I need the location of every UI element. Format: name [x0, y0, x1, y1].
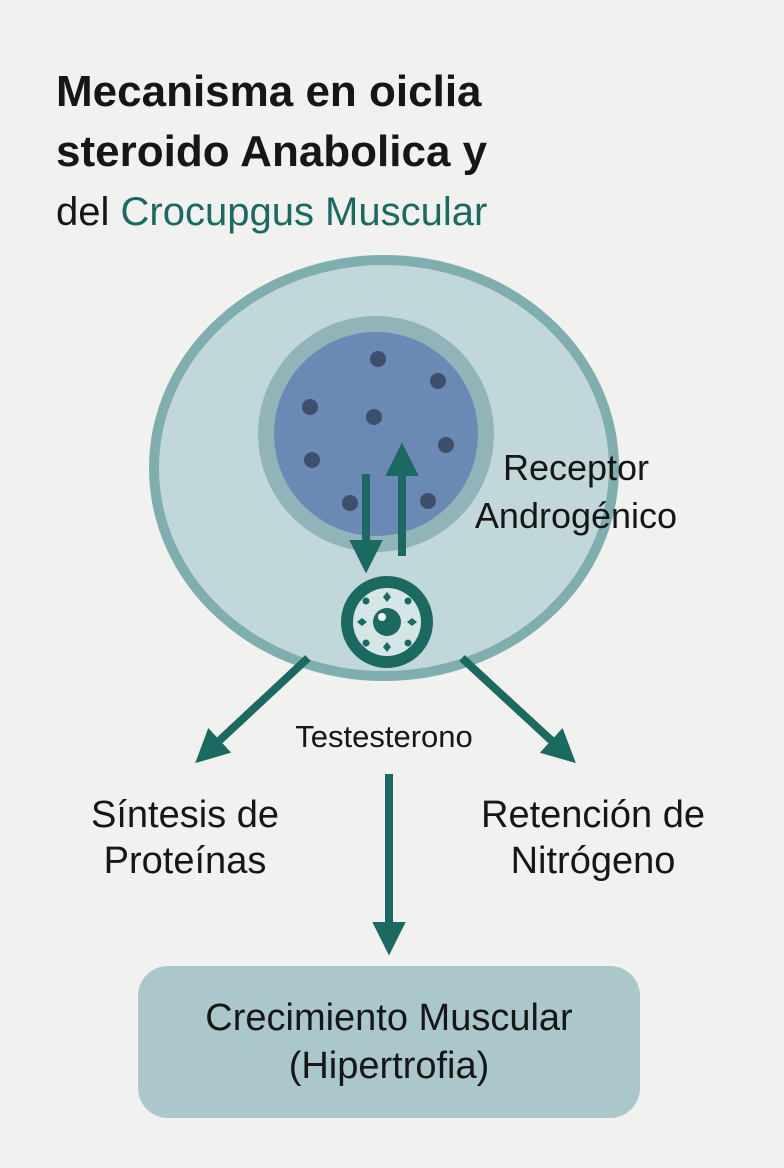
nucleus-dot	[304, 452, 320, 468]
arrow-to-protein-synthesis	[195, 655, 311, 764]
nucleus	[274, 332, 478, 536]
diagram-title: Mecanisma en oiclia steroido Anabolica y…	[56, 62, 736, 242]
nitrogen-retention-label: Retención de Nitrógeno	[446, 792, 740, 884]
title-line-3-prefix: del	[56, 190, 121, 234]
nitrogen-retention-line-2: Nitrógeno	[510, 840, 676, 882]
title-line-1: Mecanisma en oiclia	[56, 67, 482, 116]
receptor-label-line-2: Androgénico	[474, 495, 678, 536]
nucleus-dots	[302, 351, 454, 511]
nucleus-dot	[370, 351, 386, 367]
muscle-growth-line-2: (Hipertrofia)	[288, 1045, 490, 1087]
title-line-2: steroido Anabolica y	[56, 127, 488, 176]
nucleus-dot	[302, 399, 318, 415]
protein-synthesis-line-1: Síntesis de	[91, 794, 279, 836]
nucleus-dot	[438, 437, 454, 453]
protein-synthesis-label: Síntesis de Proteínas	[50, 792, 320, 884]
nucleus-dot	[366, 409, 382, 425]
nitrogen-retention-line-1: Retención de	[481, 794, 705, 836]
nucleus-dot	[420, 493, 436, 509]
title-line-3-accent: Crocupgus Muscular	[120, 190, 488, 234]
protein-synthesis-line-2: Proteínas	[103, 840, 267, 882]
receptor-icon	[341, 576, 433, 668]
muscle-growth-line-1: Crecimiento Muscular	[205, 997, 573, 1039]
nucleus-dot	[430, 373, 446, 389]
receptor-label: Receptor Androgénico	[440, 444, 712, 540]
nucleus-dot	[342, 495, 358, 511]
arrow-to-nitrogen-retention	[459, 655, 576, 764]
receptor-label-line-1: Receptor	[502, 447, 650, 488]
title-line-3: del Crocupgus Muscular	[56, 182, 736, 242]
muscle-growth-box: Crecimiento Muscular (Hipertrofia)	[138, 966, 640, 1118]
testosterone-label: Testesterono	[295, 719, 473, 754]
